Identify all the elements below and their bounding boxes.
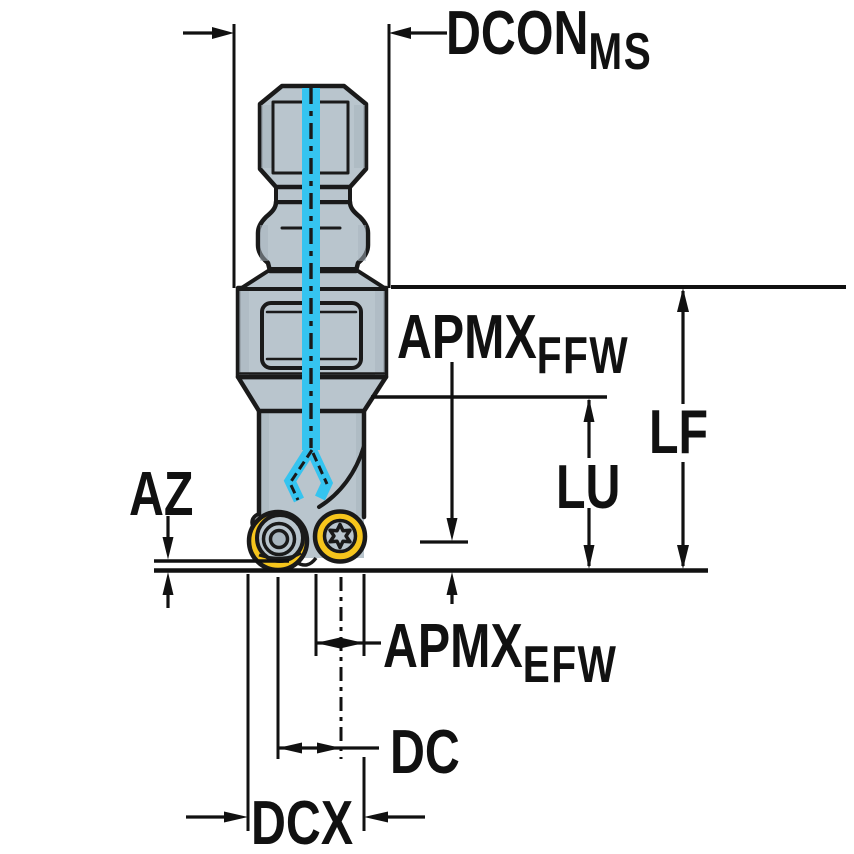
dim-apmx-ffw	[420, 362, 468, 604]
centerline	[288, 88, 329, 501]
dim-dcon-ms	[183, 24, 447, 288]
dim-lf	[391, 285, 846, 569]
label-dc: DC	[390, 722, 460, 784]
label-dcx-main: DCX	[251, 789, 354, 854]
dim-apmx-efw	[316, 637, 381, 649]
dim-lu	[371, 395, 607, 569]
label-lu: LU	[556, 457, 620, 519]
label-apmx-ffw-main: APMX	[397, 303, 537, 372]
insert-screw-right	[322, 518, 358, 554]
label-lu-main: LU	[556, 453, 621, 522]
label-apmx-efw-main: APMX	[383, 612, 523, 681]
round-inserts	[246, 509, 368, 573]
dim-dc	[278, 742, 379, 754]
label-apmx-efw: APMXEFW	[383, 616, 618, 691]
label-dc-main: DC	[390, 718, 460, 787]
label-dcon-sub: MS	[588, 22, 653, 81]
label-dcon-main: DCON	[446, 0, 589, 68]
label-az: AZ	[129, 464, 193, 526]
label-dcx: DCX	[251, 793, 353, 854]
label-lf: LF	[649, 402, 708, 464]
milling-tool	[235, 83, 389, 558]
label-apmx-ffw-sub: FFW	[536, 326, 630, 385]
torx-star-icon	[328, 522, 352, 550]
label-apmx-efw-sub: EFW	[522, 635, 618, 694]
label-az-main: AZ	[129, 460, 194, 529]
insert-left	[246, 509, 310, 573]
label-apmx-ffw: APMXFFW	[397, 307, 629, 382]
dim-az	[154, 516, 708, 608]
dimension-lines	[154, 24, 846, 831]
insert-screw-left	[261, 521, 297, 557]
dim-dcx	[186, 811, 425, 823]
label-lf-main: LF	[649, 398, 709, 467]
insert-right	[312, 509, 368, 564]
label-dcon-ms: DCONMS	[446, 0, 652, 78]
insert-web-edge	[295, 556, 318, 567]
coolant-channel	[283, 88, 334, 503]
